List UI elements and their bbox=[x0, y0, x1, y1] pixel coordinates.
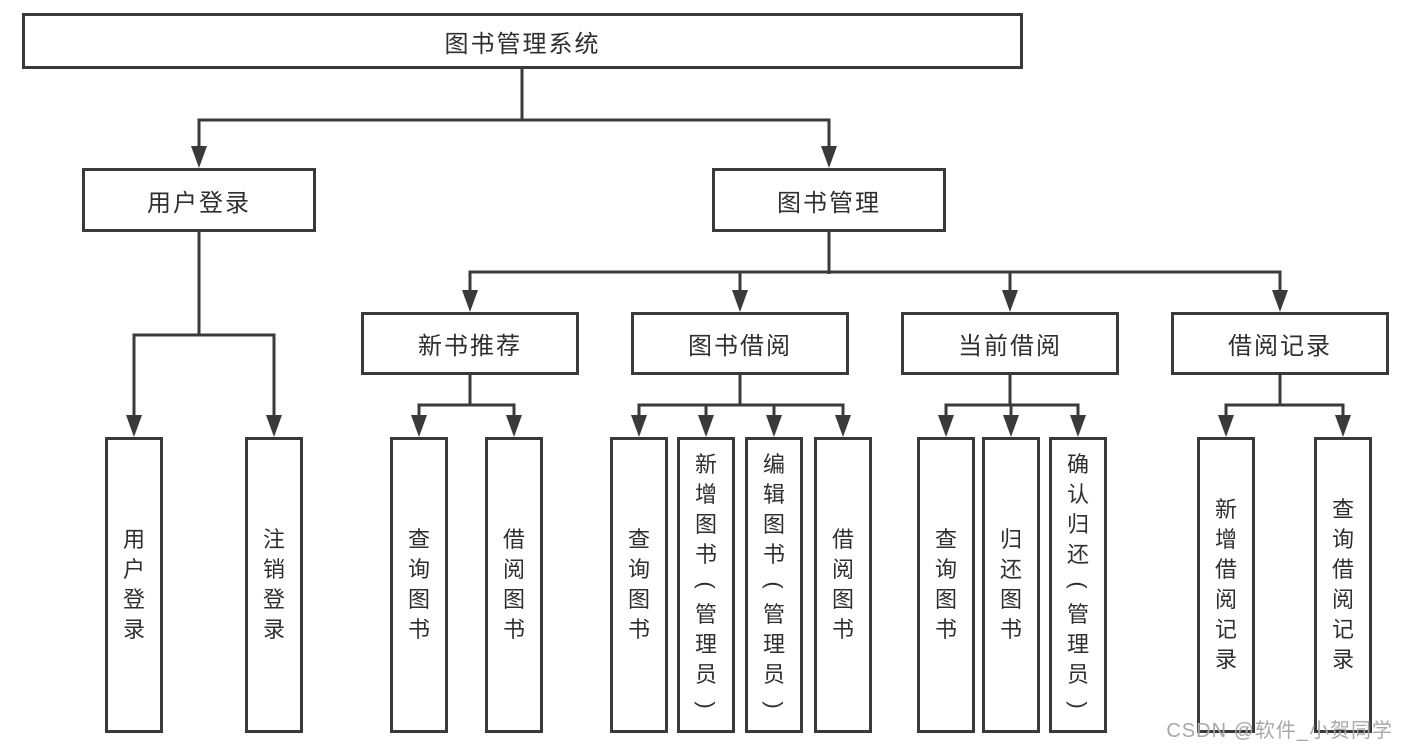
leaf-recommend-borrow-books: 借阅图书 bbox=[485, 437, 543, 733]
vertical-char: 借 bbox=[831, 527, 854, 552]
vertical-char: 归 bbox=[1066, 512, 1089, 537]
vertical-char: 录 bbox=[122, 617, 145, 642]
arrowheads bbox=[126, 146, 1351, 437]
vertical-char: 登 bbox=[262, 587, 285, 612]
vertical-char: 图 bbox=[502, 587, 525, 612]
vertical-char: 员 bbox=[694, 662, 717, 687]
vertical-char: 还 bbox=[1066, 542, 1089, 567]
vertical-char: 图 bbox=[999, 587, 1022, 612]
vertical-char: 阅 bbox=[831, 557, 854, 582]
leaf-user-login: 用户登录 bbox=[105, 437, 163, 733]
vertical-char: 管 bbox=[694, 602, 717, 627]
node-book-borrow: 图书借阅 bbox=[631, 312, 849, 375]
vertical-char: 查 bbox=[934, 527, 957, 552]
leaf-borrow-edit-books-admin: 编辑图书 ( 管理员) bbox=[745, 437, 803, 733]
vertical-char: 询 bbox=[627, 557, 650, 582]
vertical-char: 书 bbox=[999, 617, 1022, 642]
vertical-char: 查 bbox=[407, 527, 430, 552]
vertical-char: 员 bbox=[1066, 662, 1089, 687]
vertical-char: 归 bbox=[999, 527, 1022, 552]
vertical-char: ( bbox=[694, 581, 719, 589]
vertical-char: 理 bbox=[1066, 632, 1089, 657]
vertical-char: 管 bbox=[762, 602, 785, 627]
vertical-char: ) bbox=[1066, 701, 1091, 709]
leaf-current-query-books: 查询图书 bbox=[917, 437, 975, 733]
leaf-borrow-add-books-admin: 新增图书 ( 管理员) bbox=[677, 437, 735, 733]
leaf-logout: 注销登录 bbox=[245, 437, 303, 733]
csdn-watermark: CSDN @软件_小贺同学 bbox=[1166, 720, 1393, 742]
vertical-char: 用 bbox=[122, 527, 145, 552]
vertical-char: 查 bbox=[1331, 497, 1354, 522]
vertical-char: 注 bbox=[262, 527, 285, 552]
node-borrow-record: 借阅记录 bbox=[1171, 312, 1389, 375]
vertical-char: 辑 bbox=[762, 482, 785, 507]
vertical-char: 阅 bbox=[502, 557, 525, 582]
vertical-char: ) bbox=[694, 701, 719, 709]
vertical-char: 图 bbox=[694, 512, 717, 537]
vertical-char: 借 bbox=[1331, 557, 1354, 582]
vertical-char: 图 bbox=[407, 587, 430, 612]
vertical-char: 书 bbox=[694, 542, 717, 567]
vertical-char: 理 bbox=[762, 632, 785, 657]
vertical-char: 员 bbox=[762, 662, 785, 687]
node-current-borrow: 当前借阅 bbox=[901, 312, 1119, 375]
vertical-char: ( bbox=[762, 581, 787, 589]
vertical-char: 管 bbox=[1066, 602, 1089, 627]
vertical-char: 询 bbox=[934, 557, 957, 582]
vertical-char: 增 bbox=[1214, 527, 1237, 552]
leaf-current-return-books: 归还图书 bbox=[982, 437, 1040, 733]
leaf-current-confirm-return-admin: 确认归还 ( 管理员) bbox=[1049, 437, 1107, 733]
vertical-char: ) bbox=[762, 701, 787, 709]
vertical-char: 书 bbox=[407, 617, 430, 642]
leaf-recommend-query-books: 查询图书 bbox=[390, 437, 448, 733]
vertical-char: 图 bbox=[831, 587, 854, 612]
vertical-char: 户 bbox=[122, 557, 145, 582]
vertical-char: 查 bbox=[627, 527, 650, 552]
vertical-char: 询 bbox=[1331, 527, 1354, 552]
vertical-char: 增 bbox=[694, 482, 717, 507]
node-new-book-recommend: 新书推荐 bbox=[361, 312, 579, 375]
leaf-borrow-borrow-books: 借阅图书 bbox=[814, 437, 872, 733]
vertical-char: 图 bbox=[762, 512, 785, 537]
leaf-record-add-borrow-record: 新增借阅记录 bbox=[1197, 437, 1255, 733]
vertical-char: 登 bbox=[122, 587, 145, 612]
vertical-char: 新 bbox=[694, 452, 717, 477]
leaf-borrow-query-books: 查询图书 bbox=[610, 437, 668, 733]
vertical-char: 理 bbox=[694, 632, 717, 657]
vertical-char: 编 bbox=[762, 452, 785, 477]
vertical-char: 录 bbox=[1331, 647, 1354, 672]
vertical-char: ( bbox=[1066, 581, 1091, 589]
vertical-char: 阅 bbox=[1331, 587, 1354, 612]
node-user-login: 用户登录 bbox=[82, 168, 316, 232]
vertical-char: 书 bbox=[934, 617, 957, 642]
vertical-char: 书 bbox=[831, 617, 854, 642]
vertical-char: 新 bbox=[1214, 497, 1237, 522]
vertical-char: 书 bbox=[762, 542, 785, 567]
vertical-char: 阅 bbox=[1214, 587, 1237, 612]
vertical-char: 图 bbox=[934, 587, 957, 612]
vertical-char: 认 bbox=[1066, 482, 1089, 507]
vertical-char: 确 bbox=[1066, 452, 1089, 477]
leaf-record-query-borrow-record: 查询借阅记录 bbox=[1314, 437, 1372, 733]
vertical-char: 录 bbox=[262, 617, 285, 642]
node-root-system: 图书管理系统 bbox=[22, 13, 1023, 69]
vertical-char: 录 bbox=[1214, 647, 1237, 672]
vertical-char: 图 bbox=[627, 587, 650, 612]
vertical-char: 询 bbox=[407, 557, 430, 582]
vertical-char: 书 bbox=[502, 617, 525, 642]
vertical-char: 销 bbox=[262, 557, 285, 582]
vertical-char: 记 bbox=[1331, 617, 1354, 642]
vertical-char: 借 bbox=[502, 527, 525, 552]
vertical-char: 还 bbox=[999, 557, 1022, 582]
vertical-char: 借 bbox=[1214, 557, 1237, 582]
vertical-char: 书 bbox=[627, 617, 650, 642]
node-book-management: 图书管理 bbox=[712, 168, 946, 232]
vertical-char: 记 bbox=[1214, 617, 1237, 642]
